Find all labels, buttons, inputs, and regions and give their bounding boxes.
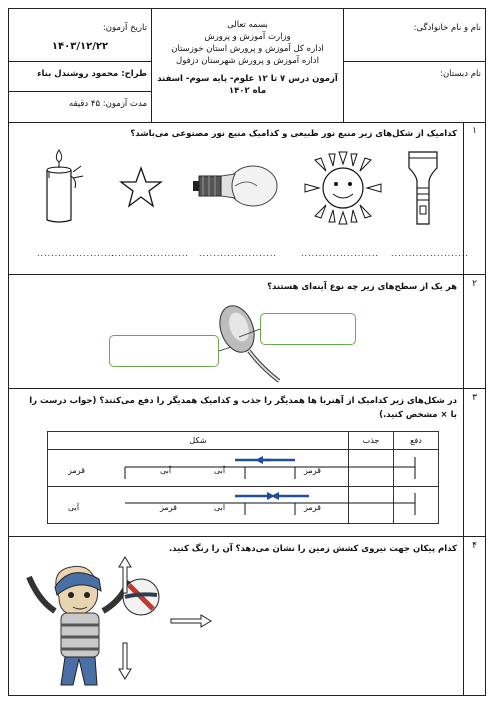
bismillah: بسمه تعالی	[227, 20, 268, 30]
magnets-row-2	[125, 492, 416, 515]
question-number: ۴	[463, 537, 485, 695]
question-4: ۴ کدام پیکان جهت نیروی کشش زمین را نشان …	[9, 537, 485, 695]
answer-blank-candle[interactable]: ......................	[37, 249, 115, 258]
col-header-attract: جذب	[348, 431, 394, 450]
flashlight-icon	[408, 151, 438, 225]
exam-duration: مدت آزمون: ۴۵ دقیقه	[68, 99, 147, 109]
question-number: ۳	[463, 389, 485, 536]
student-info: نام و نام خانوادگی: نام دبستان:	[343, 9, 485, 122]
city-line: اداره آموزش و پرورش شهرستان دزفول	[176, 56, 319, 66]
question-text: کدام پیکان جهت نیروی کشش زمین را نشان می…	[168, 544, 457, 554]
col-header-repel: دفع	[393, 431, 439, 450]
col-header-figure: شکل	[47, 431, 349, 450]
arrow-right-icon[interactable]	[169, 613, 213, 629]
school-name-label: نام دبستان:	[440, 69, 481, 79]
magnets-row-1	[124, 456, 416, 479]
answer-blank-sun[interactable]: ......................	[301, 249, 379, 258]
question-3: ۳ در شکل‌های زیر کدامیک از آهنربا ها همد…	[9, 389, 485, 537]
ministry-line: وزارت آموزش و پرورش	[204, 32, 291, 42]
exam-date-value: ۱۴۰۳/۱۲/۲۲	[51, 41, 109, 52]
repel-cell-1[interactable]	[393, 449, 439, 487]
question-text: کدامیک از شکل‌های زیر منبع نور طبیعی و ک…	[130, 129, 457, 139]
answer-blank-bulb[interactable]: ......................	[199, 249, 277, 258]
designer-name: طراح: محمود روشندل بناء	[37, 69, 147, 79]
sun-icon	[304, 151, 382, 225]
spoon-icon	[219, 305, 281, 383]
question-number: ۲	[463, 275, 485, 388]
magnet2-right-pole: قرمز	[304, 503, 321, 512]
table-row: آبی قرمز آبی قرمز	[47, 486, 439, 524]
magnet-table: دفع جذب شکل قرمز آبی آبی قرمز	[47, 431, 439, 524]
magnet2-left-pole: آبی	[214, 466, 226, 475]
candle-icon	[46, 149, 84, 223]
magnet1-right-pole: قرمز	[160, 503, 177, 512]
answer-blank-flashlight[interactable]: ......................	[391, 249, 469, 258]
arrow-down-icon[interactable]	[117, 641, 133, 681]
boy-with-ball-illustration	[26, 565, 160, 686]
exam-date-label: تاریخ آزمون:	[102, 23, 147, 33]
exam-info: تاریخ آزمون: ۱۴۰۳/۱۲/۲۲ طراح: محمود روشن…	[9, 9, 151, 122]
magnet-figure-1: قرمز آبی آبی قرمز	[47, 449, 349, 487]
convex-mirror-answer-box[interactable]	[109, 335, 219, 367]
province-line: اداره کل آموزش و پرورش استان خوزستان	[171, 44, 324, 54]
question-2: ۲ هر یک از سطح‌های زیر چه نوع آینه‌ای هس…	[9, 275, 485, 389]
magnet1-left-pole: قرمز	[68, 466, 85, 475]
question-text: هر یک از سطح‌های زیر چه نوع آینه‌ای هستن…	[267, 282, 457, 292]
question-1: ۱ کدامیک از شکل‌های زیر منبع نور طبیعی و…	[9, 122, 485, 275]
repel-cell-2[interactable]	[393, 486, 439, 524]
question-text-line1: در شکل‌های زیر کدامیک از آهنربا ها همدیگ…	[29, 396, 457, 406]
arrow-up-icon[interactable]	[117, 555, 133, 595]
exam-sheet: نام و نام خانوادگی: نام دبستان: بسمه تعا…	[8, 8, 486, 696]
question-number: ۱	[463, 122, 485, 274]
star-icon	[119, 166, 163, 208]
pointer-line	[218, 328, 261, 352]
exam-header: نام و نام خانوادگی: نام دبستان: بسمه تعا…	[9, 9, 485, 123]
exam-title: آزمون درس ۷ تا ۱۲ علوم- پایه سوم- اسفند …	[157, 74, 338, 96]
answer-blank-star[interactable]: ......................	[111, 249, 189, 258]
question-text-line2: با × مشخص کنید.)	[379, 410, 457, 420]
magnet-figure-2: آبی قرمز آبی قرمز	[47, 486, 349, 524]
light-bulb-icon	[193, 165, 278, 207]
attract-cell-2[interactable]	[348, 486, 394, 524]
concave-mirror-answer-box[interactable]	[260, 313, 356, 345]
magnet1-left-pole: آبی	[68, 503, 80, 512]
header-center: بسمه تعالی وزارت آموزش و پرورش اداره کل …	[151, 9, 343, 122]
magnet2-right-pole: قرمز	[304, 466, 321, 475]
magnet2-left-pole: آبی	[214, 503, 226, 512]
table-row: قرمز آبی آبی قرمز	[47, 449, 439, 487]
attract-cell-1[interactable]	[348, 449, 394, 487]
student-name-label: نام و نام خانوادگی:	[413, 23, 481, 33]
magnet1-right-pole: آبی	[160, 466, 172, 475]
